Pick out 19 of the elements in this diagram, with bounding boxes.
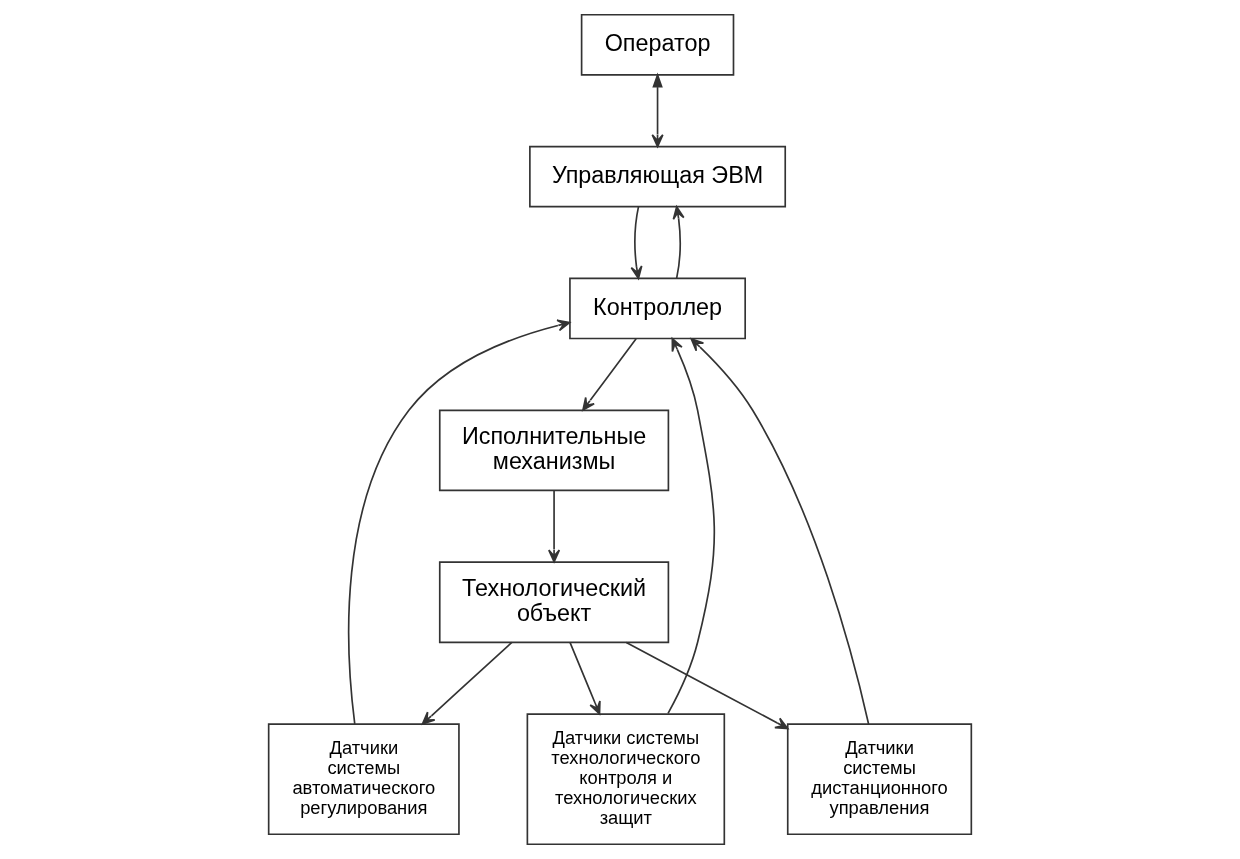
arrow <box>582 338 637 411</box>
arrow <box>630 206 643 280</box>
node-box: Технологический объект <box>438 561 670 644</box>
arrow <box>667 337 716 715</box>
arrow <box>347 319 571 725</box>
node-box: Датчики системы дистанционного управления <box>786 723 973 836</box>
node-box: Оператор <box>580 13 735 76</box>
arrow <box>625 641 789 730</box>
node-box: Датчики системы автоматического регулирования <box>267 723 460 836</box>
node-box: Управляющая ЭВМ <box>529 145 787 208</box>
arrow <box>672 206 685 280</box>
arrow <box>421 641 513 725</box>
arrow <box>548 490 561 563</box>
node-box: Исполнительные механизмы <box>438 409 670 492</box>
node-box: Контроллер <box>569 277 746 340</box>
arrow <box>569 641 601 715</box>
arrow <box>651 72 664 148</box>
arrow <box>690 338 870 725</box>
node-box: Датчики системы технологического контроля и технологических защит <box>526 713 726 846</box>
